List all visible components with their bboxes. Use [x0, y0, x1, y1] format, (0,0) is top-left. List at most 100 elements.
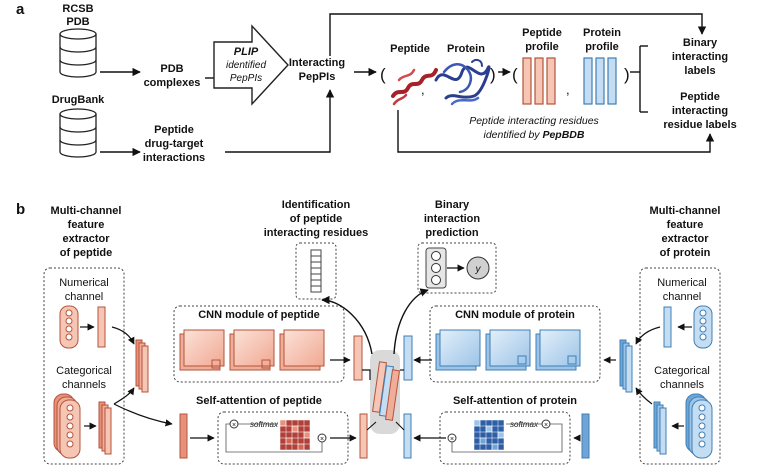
plip-identified: identified	[226, 60, 266, 71]
softmax-label: softmax	[510, 420, 539, 429]
connector-line	[225, 423, 323, 453]
neuron-icon	[431, 251, 441, 261]
binary-title-3: prediction	[425, 227, 478, 239]
binary-labels-1: Binary	[683, 37, 718, 49]
peptide-drug-3: interactions	[143, 152, 205, 164]
plip-label: PLIP	[234, 46, 259, 58]
multiply-symbol: ×	[320, 436, 324, 443]
paren-close: )	[624, 65, 630, 84]
binary-title-1: Binary	[435, 199, 470, 211]
left-title-2: feature	[68, 219, 105, 231]
arrow-icon	[397, 110, 715, 153]
peptide-profile-bars	[522, 57, 556, 105]
right-title-2: feature	[667, 219, 704, 231]
rcsb-label-1: RCSB	[62, 3, 93, 15]
embedding-stack-icon	[653, 401, 667, 455]
binary-labels-3: labels	[684, 65, 715, 77]
ident-title-1: Identification	[282, 199, 351, 211]
categorical-channels-1: Categorical	[654, 365, 710, 377]
attention-map-protein	[473, 419, 505, 451]
embedding-stack-icon	[98, 401, 112, 455]
output-y: y	[475, 264, 482, 275]
arrow-icon	[321, 295, 373, 355]
plip-peppis: PepPIs	[230, 73, 262, 84]
peptide-drug-1: Peptide	[154, 124, 194, 136]
arrow-icon	[113, 387, 135, 405]
comma: ,	[421, 82, 425, 97]
arrow-icon	[225, 89, 335, 153]
sa-protein-box	[439, 411, 571, 465]
sa-peptide-input-bar	[179, 413, 188, 459]
residue-vector-icon	[310, 249, 322, 293]
arrow-icon	[635, 387, 653, 405]
protein-profile-1: Protein	[583, 27, 621, 39]
connector-line	[451, 423, 563, 453]
rcsb-label-2: PDB	[66, 16, 89, 28]
residue-output-box	[295, 242, 337, 300]
multiply-symbol: ×	[544, 422, 548, 429]
peptide-merged-stack-icon	[135, 339, 149, 393]
peptide-profile-2: profile	[525, 41, 559, 53]
ribbon-structure-icon	[434, 58, 491, 106]
protein-feature-box	[639, 267, 721, 465]
binary-output-box	[417, 242, 497, 294]
sa-protein-input-bar	[581, 413, 590, 459]
residue-labels-3: residue labels	[663, 119, 736, 131]
protein-merged-stack-icon	[619, 339, 633, 393]
embedding-bar-icon	[663, 306, 672, 348]
fusion-stack-icon	[371, 361, 401, 421]
numerical-input-circles	[699, 309, 707, 341]
numerical-channel-1: Numerical	[59, 277, 109, 289]
pepbdb-note-2: identified by PepBDB	[484, 129, 585, 141]
arrow-icon	[393, 288, 429, 355]
protein-label: Protein	[447, 43, 485, 55]
arrow-icon	[113, 403, 173, 427]
cnn-peptide-output-bar	[353, 335, 363, 381]
peptide-feature-box	[43, 267, 125, 465]
binary-title-2: interaction	[424, 213, 481, 225]
multiply-symbol: ×	[232, 422, 236, 429]
panel-b-letter: b	[16, 201, 25, 218]
categorical-input-icon	[685, 393, 713, 459]
numerical-channel-2: channel	[663, 291, 702, 303]
embedding-bar-icon	[97, 306, 106, 348]
comma: ,	[566, 82, 570, 97]
pdb-complexes-1: PDB	[160, 63, 183, 75]
sa-peptide-output-bar	[359, 413, 368, 459]
right-title-1: Multi-channel	[650, 205, 721, 217]
attention-map-peptide	[279, 419, 311, 451]
arrow-icon	[329, 13, 707, 56]
right-title-3: extractor	[661, 233, 709, 245]
sa-peptide-title: Self-attention of peptide	[196, 395, 322, 407]
sa-protein-output-bar	[403, 413, 412, 459]
categorical-input-icon	[53, 393, 81, 459]
peptide-profile-1: Peptide	[522, 27, 562, 39]
panel-a-letter: a	[16, 1, 25, 18]
ident-title-3: interacting residues	[264, 227, 369, 239]
protein-profile-2: profile	[585, 41, 619, 53]
numerical-channel-2: channel	[65, 291, 104, 303]
binary-labels-2: interacting	[672, 51, 728, 63]
right-title-4: of protein	[660, 247, 711, 259]
arrow-icon	[635, 326, 661, 345]
pepbdb-note-1: Peptide interacting residues	[469, 115, 599, 127]
neuron-icon	[431, 263, 441, 273]
cnn-peptide-title: CNN module of peptide	[198, 309, 320, 321]
peptide-drug-2: drug-target	[145, 138, 204, 150]
paren-open: (	[512, 65, 518, 84]
multiply-symbol: ×	[450, 436, 454, 443]
paren-close: )	[490, 65, 496, 84]
numerical-input-circles	[65, 309, 73, 341]
database-icon	[59, 108, 97, 158]
panel-a: a RCSB PDB DrugBank PDB complexes Peptid…	[16, 1, 737, 164]
categorical-channels-2: channels	[660, 379, 705, 391]
protein-profile-bars	[583, 57, 617, 105]
ident-title-2: of peptide	[290, 213, 343, 225]
cnn-protein-feature-maps	[435, 329, 581, 371]
cnn-protein-output-bar	[403, 335, 413, 381]
left-title-4: of peptide	[60, 247, 113, 259]
interacting-peppis-1: Interacting	[289, 57, 345, 69]
ribbon-structure-icon	[391, 68, 438, 106]
output-node-icon	[466, 256, 490, 280]
plip-arrow-icon	[213, 24, 289, 106]
